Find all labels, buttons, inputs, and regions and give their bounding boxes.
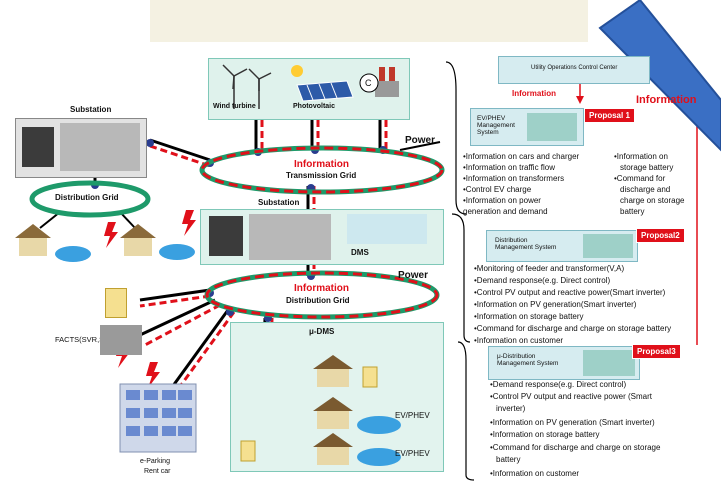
parking-building-icon	[119, 383, 197, 453]
list1-left-1: •Information on traffic flow	[463, 163, 556, 172]
list3-7: •Information on customer	[490, 469, 580, 478]
list3-4: •Information on storage battery	[490, 430, 600, 439]
list3-6: battery	[496, 455, 521, 464]
substation-photo	[60, 123, 140, 171]
list2-1: •Demand response(e.g. Direct control)	[474, 276, 611, 285]
udms-box: μ-Distribution Management System	[488, 346, 640, 380]
dms-label: DMS	[351, 248, 369, 257]
dist-mgmt-label: Distribution Management System	[495, 237, 557, 251]
list2-0: •Monitoring of feeder and transformer(V,…	[474, 264, 625, 273]
list3-2: inverter)	[496, 404, 526, 413]
list2-3: •Information on PV generation(Smart inve…	[474, 300, 637, 309]
power-label-mid: Power	[398, 270, 429, 281]
ev-mgmt-box: EV/PHEV Management System	[470, 108, 584, 146]
parking-label: e-Parking	[140, 458, 170, 465]
list1-left-0: •Information on cars and charger	[463, 152, 580, 161]
list1-left-3: •Control EV charge	[463, 185, 532, 194]
list1-right-1: storage battery	[620, 163, 674, 172]
ev1-label: EV/PHEV	[395, 411, 430, 420]
transmission-grid-label: Transmission Grid	[286, 171, 357, 180]
micro-grid-homes	[240, 355, 401, 466]
ev2-label: EV/PHEV	[395, 449, 430, 458]
pv-panel-icon	[291, 65, 354, 102]
udms-box-label: μ-Distribution Management System	[497, 353, 559, 367]
pv-label: Photovoltaic	[293, 103, 336, 110]
information-small-label: Information	[512, 89, 556, 98]
list1-left-4: •Information on power	[463, 196, 541, 205]
coal-symbol: C	[365, 78, 372, 88]
power-label-top: Power	[405, 135, 436, 146]
list1-left-2: •Information on transformers	[463, 174, 565, 183]
dms-operator-photo	[347, 214, 427, 244]
list1-right-4: charge on storage	[620, 196, 685, 205]
micro-dms-panel: μ-DMS EV/PHEV EV/PHEV	[230, 322, 444, 472]
list1-right-0: •Information on	[614, 152, 668, 161]
transmission-info-label: Information	[294, 159, 349, 170]
list2-2: •Control PV output and reactive power(Sm…	[474, 288, 666, 297]
list2-6: •Information on customer	[474, 336, 564, 345]
dist-mgmt-box: Distribution Management System	[486, 230, 638, 262]
substation-left-label: Substation	[70, 105, 112, 114]
information-big-label: Information	[636, 94, 697, 106]
list3-5: •Command for discharge and charge on sto…	[490, 443, 661, 452]
list3-3: •Information on PV generation (Smart inv…	[490, 418, 655, 427]
facts-label: FACTS(SVR,SVC etc)	[55, 335, 130, 344]
ev-mgmt-label: EV/PHEV Management System	[477, 115, 515, 136]
substation-left-panel	[15, 118, 147, 178]
wind-turbine-label: Wind turbine	[213, 103, 256, 110]
switchgear-icon	[22, 127, 54, 167]
list1-right-3: discharge and	[620, 185, 671, 194]
list2-5: •Command for discharge and charge on sto…	[474, 324, 672, 333]
rent-car-label: Rent car	[144, 468, 171, 475]
houses-cars-left	[15, 224, 195, 262]
ev-mgmt-photo	[527, 113, 577, 141]
distribution-grid-label: Distribution Grid	[286, 296, 350, 305]
wind-turbine-icon	[222, 64, 272, 109]
dist-mgmt-photo	[583, 234, 633, 258]
distribution-info-label: Information	[294, 283, 349, 294]
substation-mid-label: Substation	[258, 198, 300, 207]
top-band	[150, 0, 588, 42]
list2-4: •Information on storage battery	[474, 312, 584, 321]
dms-substation-photo	[249, 214, 331, 260]
udms-label: μ-DMS	[309, 327, 335, 336]
list1-right-5: battery	[620, 207, 645, 216]
udms-photo	[583, 350, 635, 376]
proposal3-badge: Proposal3	[632, 344, 681, 359]
power-plant-icon	[359, 67, 399, 97]
list3-0: •Demand response(e.g. Direct control)	[490, 380, 627, 389]
battery-icon	[105, 288, 127, 318]
dms-panel: DMS	[200, 209, 444, 265]
utility-ops-label: Utility Operations Control Center	[531, 65, 618, 71]
list1-left-5: generation and demand	[463, 207, 548, 216]
proposal2-badge: Proposal2	[636, 228, 685, 243]
utility-ops-box: Utility Operations Control Center	[498, 56, 650, 84]
distribution-grid-left-label: Distribution Grid	[55, 193, 119, 202]
list1-right-2: •Command for	[614, 174, 666, 183]
facts-device-icon	[100, 325, 142, 355]
proposal1-badge: Proposal 1	[584, 108, 635, 123]
dms-switchgear-icon	[209, 216, 243, 256]
generation-panel: Wind turbine Photovoltaic C	[208, 58, 410, 120]
list3-1: •Control PV output and reactive power (S…	[490, 392, 652, 401]
